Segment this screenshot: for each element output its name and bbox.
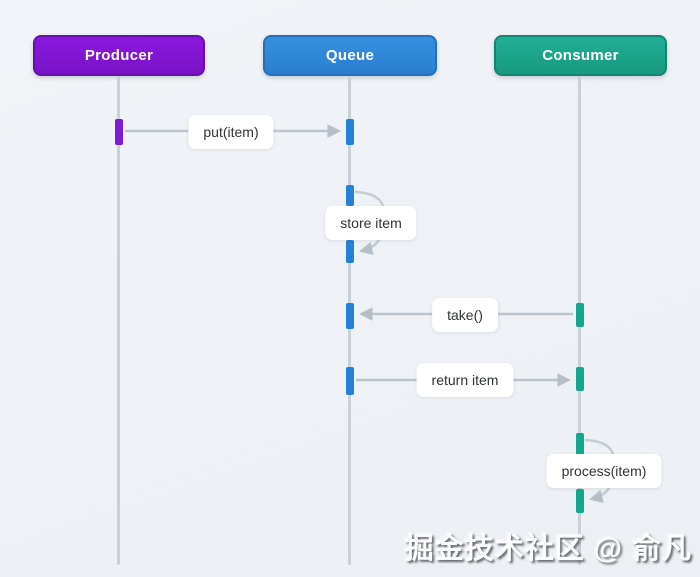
activation-consumer-process-bottom (576, 489, 584, 513)
participant-queue-label: Queue (325, 47, 375, 64)
activation-consumer-take (576, 303, 584, 327)
activation-consumer-process-top (576, 433, 584, 455)
activation-producer-put (115, 119, 123, 145)
participant-queue: Queue (263, 35, 437, 76)
message-label-return-item: return item (416, 363, 514, 397)
message-label-process-item: process(item) (546, 454, 662, 488)
activation-queue-take (346, 303, 354, 329)
activation-consumer-return (576, 367, 584, 391)
participant-consumer: Consumer (494, 35, 667, 76)
activation-queue-store-top (346, 185, 354, 206)
activation-queue-put (346, 119, 354, 145)
message-label-put-item: put(item) (188, 115, 274, 149)
watermark-text: 掘金技术社区 @ 俞凡 (404, 533, 692, 565)
participant-producer-label: Producer (84, 47, 154, 64)
message-label-store-item: store item (325, 206, 417, 240)
lifeline-producer (117, 76, 120, 565)
activation-queue-return (346, 367, 354, 395)
participant-producer: Producer (33, 35, 205, 76)
message-label-take: take() (432, 298, 498, 332)
participant-consumer-label: Consumer (542, 47, 619, 64)
activation-queue-store-bottom (346, 240, 354, 263)
